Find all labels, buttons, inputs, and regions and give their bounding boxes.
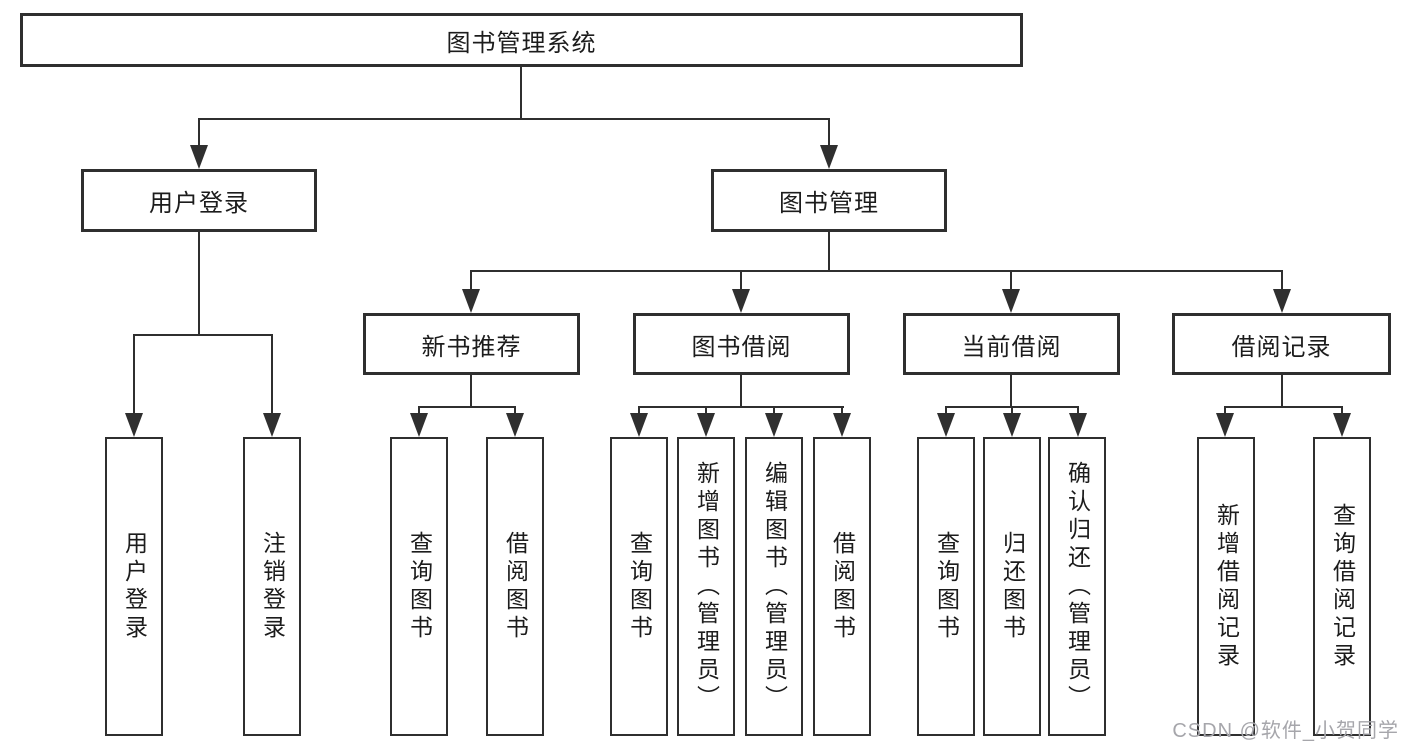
connector-vline: [828, 118, 830, 148]
leaf-node-edit-books-admin: 编辑图书（管理员）: [745, 437, 803, 736]
arrow-down-icon: [1069, 413, 1087, 437]
arrow-down-icon: [462, 289, 480, 313]
leaf-node-label: 借阅图书: [829, 530, 856, 643]
leaf-node-borrow-books-2: 借阅图书: [813, 437, 871, 736]
arrow-down-icon: [506, 413, 524, 437]
connector-vline: [841, 406, 843, 416]
leaf-node-label: 用户登录: [121, 530, 148, 643]
node-label: 用户登录: [149, 190, 249, 217]
node-book-borrowing: 图书借阅: [633, 313, 850, 375]
node-label: 借阅记录: [1231, 333, 1332, 361]
arrow-down-icon: [697, 413, 715, 437]
connector-vline: [828, 232, 830, 272]
connector-vline: [271, 334, 273, 416]
connector-vline: [198, 118, 200, 148]
leaf-node-query-books-2: 查询图书: [610, 437, 668, 736]
connector-hline: [198, 118, 830, 120]
leaf-node-query-borrow-record: 查询借阅记录: [1313, 437, 1371, 736]
connector-vline: [638, 406, 640, 416]
connector-hline: [418, 406, 516, 408]
node-label: 当前借阅: [961, 333, 1062, 361]
leaf-node-label: 查询图书: [933, 530, 960, 643]
connector-hline: [133, 334, 273, 336]
arrow-down-icon: [1003, 413, 1021, 437]
connector-vline: [470, 270, 472, 292]
connector-vline: [1011, 406, 1013, 416]
node-book-management: 图书管理: [711, 169, 947, 232]
node-root-system: 图书管理系统: [20, 13, 1023, 67]
node-label: 图书借阅: [691, 333, 792, 361]
arrow-down-icon: [1333, 413, 1351, 437]
leaf-node-label: 新增图书（管理员）: [693, 460, 720, 713]
connector-vline: [1281, 270, 1283, 292]
connector-vline: [470, 375, 472, 408]
connector-vline: [1224, 406, 1226, 416]
connector-vline: [198, 232, 200, 335]
arrow-down-icon: [190, 145, 208, 169]
connector-vline: [520, 67, 522, 120]
connector-hline: [1224, 406, 1343, 408]
leaf-node-label: 借阅图书: [502, 530, 529, 643]
leaf-node-label: 查询借阅记录: [1329, 502, 1356, 671]
leaf-node-query-books-3: 查询图书: [917, 437, 975, 736]
connector-vline: [740, 375, 742, 408]
leaf-node-label: 查询图书: [626, 530, 653, 643]
connector-vline: [1010, 375, 1012, 408]
connector-vline: [1077, 406, 1079, 416]
arrow-down-icon: [630, 413, 648, 437]
leaf-node-user-login: 用户登录: [105, 437, 163, 736]
leaf-node-borrow-books-1: 借阅图书: [486, 437, 544, 736]
connector-vline: [133, 334, 135, 416]
connector-vline: [1281, 375, 1283, 408]
arrow-down-icon: [937, 413, 955, 437]
arrow-down-icon: [1216, 413, 1234, 437]
arrow-down-icon: [1002, 289, 1020, 313]
connector-vline: [1010, 270, 1012, 292]
leaf-node-label: 注销登录: [259, 530, 286, 643]
connector-vline: [773, 406, 775, 416]
node-label: 图书管理系统: [446, 29, 597, 57]
csdn-watermark: CSDN @软件_小贺同学: [1172, 720, 1399, 742]
connector-hline: [638, 406, 844, 408]
arrow-down-icon: [125, 413, 143, 437]
connector-vline: [1341, 406, 1343, 416]
arrow-down-icon: [765, 413, 783, 437]
leaf-node-logout: 注销登录: [243, 437, 301, 736]
arrow-down-icon: [263, 413, 281, 437]
node-new-book-recommend: 新书推荐: [363, 313, 580, 375]
node-label: 新书推荐: [421, 333, 522, 361]
leaf-node-return-books: 归还图书: [983, 437, 1041, 736]
connector-vline: [514, 406, 516, 416]
connector-vline: [740, 270, 742, 292]
connector-vline: [945, 406, 947, 416]
leaf-node-label: 查询图书: [406, 530, 433, 643]
arrow-down-icon: [820, 145, 838, 169]
leaf-node-query-books-1: 查询图书: [390, 437, 448, 736]
connector-hline: [470, 270, 1283, 272]
leaf-node-label: 新增借阅记录: [1213, 502, 1240, 671]
node-label: 图书管理: [779, 190, 879, 217]
node-user-login: 用户登录: [81, 169, 317, 232]
arrow-down-icon: [833, 413, 851, 437]
connector-vline: [418, 406, 420, 416]
node-current-borrowing: 当前借阅: [903, 313, 1120, 375]
leaf-node-add-borrow-record: 新增借阅记录: [1197, 437, 1255, 736]
leaf-node-label: 编辑图书（管理员）: [761, 460, 788, 713]
leaf-node-label: 归还图书: [999, 530, 1026, 643]
leaf-node-confirm-return-admin: 确认归还（管理员）: [1048, 437, 1106, 736]
connector-vline: [705, 406, 707, 416]
leaf-node-label: 确认归还（管理员）: [1064, 460, 1091, 713]
arrow-down-icon: [410, 413, 428, 437]
leaf-node-add-books-admin: 新增图书（管理员）: [677, 437, 735, 736]
arrow-down-icon: [732, 289, 750, 313]
node-borrowing-records: 借阅记录: [1172, 313, 1391, 375]
arrow-down-icon: [1273, 289, 1291, 313]
